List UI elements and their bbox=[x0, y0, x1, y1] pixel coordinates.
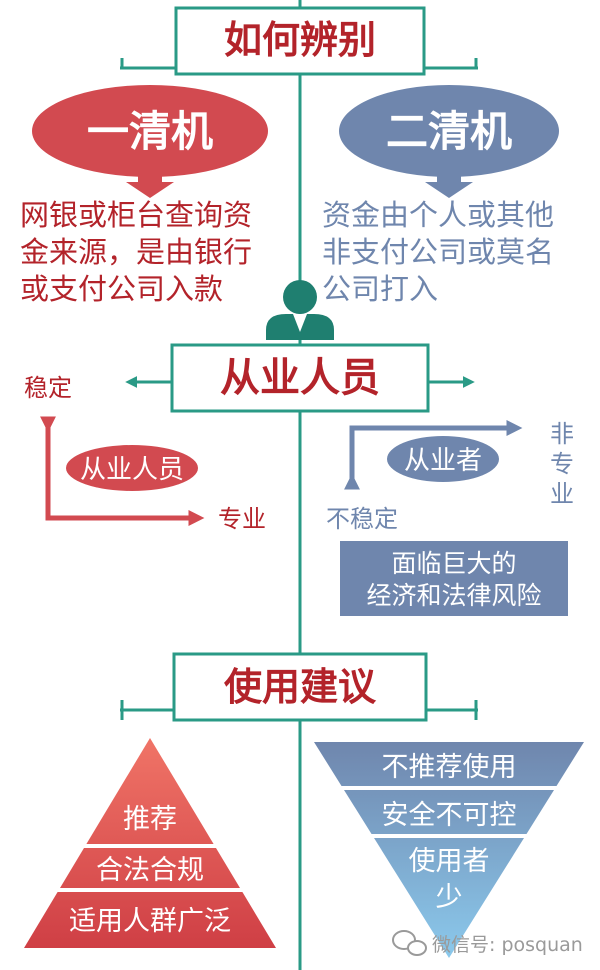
right-chart-badge bbox=[387, 436, 499, 482]
left-chart-badge-label: 从业人员 bbox=[80, 455, 184, 485]
advice-title-box bbox=[172, 652, 428, 722]
first-machine-desc-line-1: 网银或柜台查询资 bbox=[20, 198, 252, 232]
right-chart-axes bbox=[343, 419, 523, 490]
identify-section: 如何辨别 一清机 网银或柜台查询资 金来源，是由银行 或支付公司入款 二清机 资… bbox=[20, 6, 559, 306]
recommend-pyramid-level-2: 合法合规 bbox=[96, 855, 204, 886]
left-chart-x-axis-label: 专业 bbox=[218, 505, 266, 533]
identify-title: 如何辨别 bbox=[224, 18, 376, 62]
not-recommend-pyramid-level-2: 安全不可控 bbox=[382, 800, 517, 831]
not-recommend-pyramid bbox=[314, 742, 584, 958]
second-machine-arrow bbox=[425, 170, 473, 198]
right-chart-y-axis-label: 不稳定 bbox=[326, 505, 398, 533]
risk-box-line-1: 面临巨大的 bbox=[391, 549, 516, 578]
first-machine-desc-line-3: 或支付公司入款 bbox=[20, 272, 223, 306]
person-icon bbox=[266, 280, 334, 340]
first-machine-pill bbox=[32, 85, 268, 177]
second-machine-desc-line-1: 资金由个人或其他 bbox=[322, 198, 554, 232]
recommend-pyramid-level-3: 适用人群广泛 bbox=[69, 906, 231, 937]
watermark-text: 微信号: posquan bbox=[432, 934, 583, 956]
right-chart-x-axis-line-1: 非 bbox=[550, 420, 574, 448]
advice-section: 使用建议 推荐 合法合规 适用人群广泛 不推荐使用 安全不可控 使用者 少 bbox=[24, 652, 584, 958]
second-machine-desc-line-2: 非支付公司或莫名 bbox=[322, 235, 554, 269]
not-recommend-pyramid-level-3-line-2: 少 bbox=[436, 882, 463, 913]
practitioners-section: 从业人员 稳定 专业 从业人员 非 专 业 不稳定 从业者 面临巨大的 经济和法… bbox=[24, 343, 574, 616]
first-machine-desc-line-2: 金来源，是由银行 bbox=[20, 235, 252, 269]
practitioners-title-box bbox=[170, 343, 430, 413]
not-recommend-pyramid-level-3-line-1: 使用者 bbox=[409, 846, 490, 877]
first-machine-arrow bbox=[126, 170, 174, 198]
recommend-pyramid bbox=[24, 738, 276, 948]
left-chart-y-axis-label: 稳定 bbox=[24, 374, 72, 402]
practitioners-title: 从业人员 bbox=[220, 355, 380, 401]
first-machine-label: 一清机 bbox=[87, 107, 213, 156]
right-chart-x-axis-line-2: 专 bbox=[550, 450, 574, 478]
identify-title-box bbox=[174, 6, 426, 76]
second-machine-pill bbox=[339, 85, 559, 177]
risk-box-line-2: 经济和法律风险 bbox=[366, 581, 541, 610]
recommend-pyramid-level-1: 推荐 bbox=[123, 804, 177, 835]
left-chart-badge bbox=[66, 445, 198, 491]
watermark: 微信号: posquan bbox=[392, 930, 583, 956]
second-machine-desc-line-3: 公司打入 bbox=[322, 272, 438, 306]
risk-box bbox=[340, 541, 568, 616]
right-chart-x-axis-line-3: 业 bbox=[550, 480, 574, 508]
advice-title: 使用建议 bbox=[224, 665, 377, 709]
not-recommend-pyramid-level-1: 不推荐使用 bbox=[382, 752, 517, 783]
wechat-icon bbox=[392, 930, 427, 956]
left-chart-axes bbox=[39, 416, 205, 527]
second-machine-label: 二清机 bbox=[386, 107, 512, 156]
right-chart-badge-label: 从业者 bbox=[404, 446, 482, 476]
